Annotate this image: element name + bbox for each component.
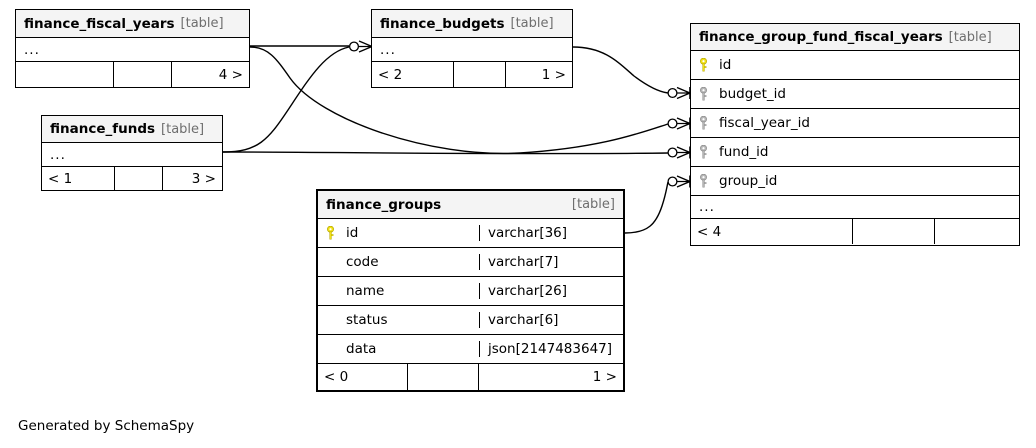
- table-columns-ellipsis: ...: [42, 143, 222, 167]
- column-label: name: [346, 283, 385, 299]
- footer-cell-right: 1 >: [541, 66, 566, 83]
- edge-budgets-to-gffy: [572, 46, 669, 94]
- column-name-cell: id: [691, 57, 1019, 73]
- table-type-label: [table]: [510, 16, 554, 31]
- table-name-label: finance_budgets: [380, 15, 505, 32]
- column-label: budget_id: [719, 86, 786, 102]
- table-title-finance-funds: finance_funds [table]: [42, 116, 222, 143]
- footer-cell-mid: [853, 219, 935, 244]
- table-footer: < 0 1 >: [318, 364, 623, 390]
- column-row-id[interactable]: id: [691, 51, 1019, 80]
- table-title-finance-group-fund-fiscal-years: finance_group_fund_fiscal_years [table]: [691, 24, 1019, 51]
- column-type-label: varchar[26]: [479, 283, 623, 299]
- table-name-label: finance_group_fund_fiscal_years: [699, 29, 943, 45]
- column-type-label: varchar[6]: [479, 312, 623, 328]
- table-finance-budgets[interactable]: finance_budgets [table] ... < 2 1 >: [371, 9, 573, 88]
- generated-by-label: Generated by SchemaSpy: [18, 418, 195, 434]
- column-label: id: [719, 57, 732, 73]
- table-name-label: finance_funds: [50, 121, 156, 137]
- footer-cell-left: < 2: [372, 62, 454, 87]
- column-row-code[interactable]: code varchar[7]: [318, 248, 623, 277]
- column-label: fiscal_year_id: [719, 115, 810, 131]
- table-name-label: finance_fiscal_years: [24, 15, 175, 32]
- column-label: status: [346, 312, 388, 328]
- column-type-label: json[2147483647]: [479, 341, 623, 357]
- column-type-label: varchar[36]: [479, 225, 623, 241]
- table-footer: < 1 3 >: [42, 167, 222, 190]
- table-finance-funds[interactable]: finance_funds [table] ... < 1 3 >: [41, 115, 223, 191]
- table-type-label: [table]: [161, 121, 205, 137]
- footer-cell-right: [935, 219, 1019, 244]
- table-type-label: [table]: [948, 29, 992, 45]
- column-name-cell: data: [318, 341, 479, 357]
- table-title-finance-budgets: finance_budgets [table]: [372, 10, 572, 38]
- footer-cell-right: 4 >: [218, 66, 243, 83]
- column-row-fund-id[interactable]: fund_id: [691, 138, 1019, 167]
- footer-cell-left: [16, 62, 114, 87]
- foreign-key-icon: [699, 116, 719, 130]
- footer-cell-left: < 0: [318, 364, 408, 390]
- table-finance-group-fund-fiscal-years[interactable]: finance_group_fund_fiscal_years [table] …: [690, 23, 1020, 246]
- table-columns-ellipsis: ...: [16, 38, 249, 62]
- footer-cell-mid: [114, 62, 172, 87]
- column-name-cell: fund_id: [691, 144, 1019, 160]
- column-row-status[interactable]: status varchar[6]: [318, 306, 623, 335]
- column-label: id: [346, 225, 359, 241]
- column-name-cell: fiscal_year_id: [691, 115, 1019, 131]
- table-finance-groups[interactable]: finance_groups [table] id varchar[36] co…: [316, 189, 625, 392]
- table-type-label: [table]: [571, 197, 615, 212]
- column-row-fiscal-year-id[interactable]: fiscal_year_id: [691, 109, 1019, 138]
- footer-cell-left: < 4: [691, 219, 853, 244]
- column-name-cell: code: [318, 254, 479, 270]
- footer-cell-left: < 1: [42, 167, 115, 190]
- crowsfoot-gffy-group-id: [667, 175, 691, 188]
- table-title-finance-groups: finance_groups [table]: [318, 191, 623, 219]
- table-footer: < 2 1 >: [372, 62, 572, 87]
- edge-groups-to-gffy: [624, 181, 669, 234]
- column-name-cell: id: [318, 225, 479, 241]
- table-finance-fiscal-years[interactable]: finance_fiscal_years [table] ... 4 >: [15, 9, 250, 88]
- column-type-label: varchar[7]: [479, 254, 623, 270]
- foreign-key-icon: [699, 174, 719, 188]
- table-title-finance-fiscal-years: finance_fiscal_years [table]: [16, 10, 249, 38]
- primary-key-icon: [699, 58, 719, 72]
- table-type-label: [table]: [180, 16, 224, 31]
- footer-cell-mid: [454, 62, 506, 87]
- column-name-cell: status: [318, 312, 479, 328]
- foreign-key-icon: [699, 145, 719, 159]
- footer-cell-right: 3 >: [191, 170, 216, 187]
- column-name-cell: group_id: [691, 173, 1019, 189]
- table-footer: 4 >: [16, 62, 249, 87]
- crowsfoot-budgets-left: [348, 40, 373, 53]
- table-columns-ellipsis: ...: [372, 38, 572, 62]
- column-row-id[interactable]: id varchar[36]: [318, 219, 623, 248]
- table-footer: < 4: [691, 219, 1019, 244]
- foreign-key-icon: [699, 87, 719, 101]
- crowsfoot-gffy-fiscal-year-id: [667, 117, 691, 130]
- primary-key-icon: [326, 226, 346, 240]
- column-label: fund_id: [719, 144, 769, 160]
- column-name-cell: budget_id: [691, 86, 1019, 102]
- column-row-name[interactable]: name varchar[26]: [318, 277, 623, 306]
- column-label: data: [346, 341, 377, 357]
- column-name-cell: name: [318, 283, 479, 299]
- crowsfoot-gffy-fund-id: [667, 146, 691, 159]
- footer-cell-right: 1 >: [592, 369, 617, 385]
- table-name-label: finance_groups: [326, 196, 442, 213]
- footer-cell-mid: [408, 364, 479, 390]
- footer-cell-mid: [115, 167, 163, 190]
- column-row-budget-id[interactable]: budget_id: [691, 80, 1019, 109]
- edge-funds-to-gffy: [222, 151, 669, 155]
- column-label: code: [346, 254, 379, 270]
- column-label: group_id: [719, 173, 778, 189]
- crowsfoot-gffy-budget-id: [667, 86, 691, 100]
- table-columns-ellipsis: ...: [691, 196, 1019, 219]
- column-row-data[interactable]: data json[2147483647]: [318, 335, 623, 364]
- column-row-group-id[interactable]: group_id: [691, 167, 1019, 196]
